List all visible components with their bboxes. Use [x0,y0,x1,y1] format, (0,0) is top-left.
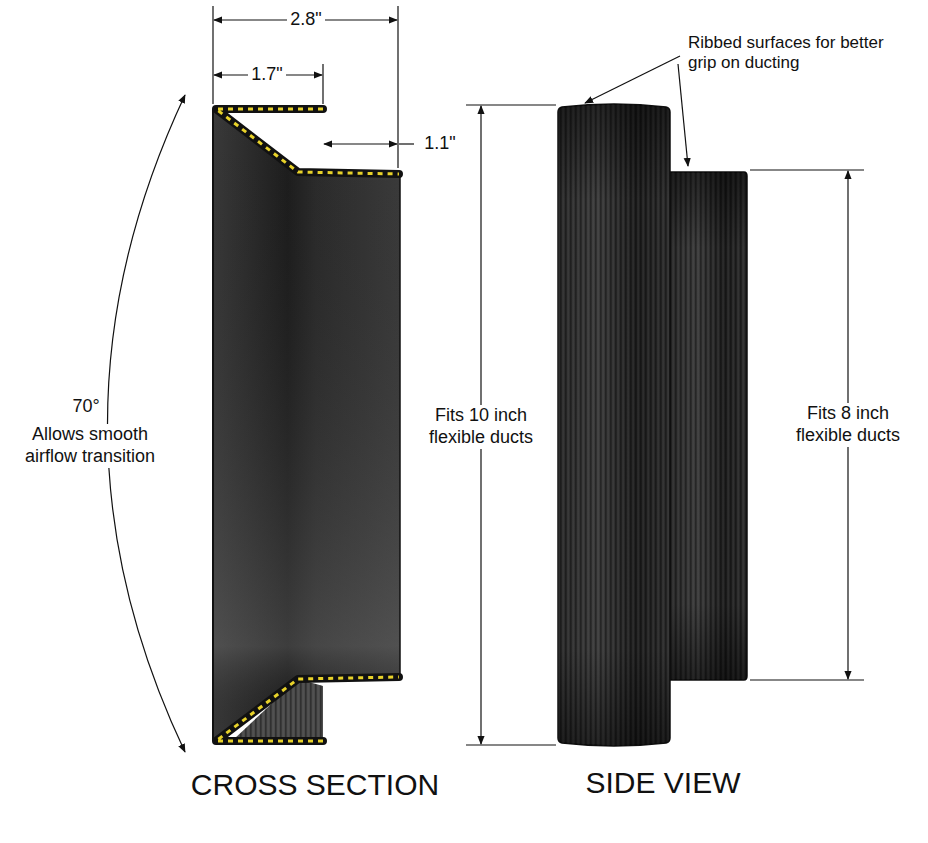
side-dimension-lines [466,56,864,745]
wall-section [216,677,399,741]
angle-note: Allows smooth airflow transition [3,424,177,467]
wall-hatch [216,109,399,174]
large-cylinder-ribs [558,104,670,746]
large-cylinder-shade [558,104,670,746]
cross-section [213,109,400,741]
dimension-note: Fits 10 inch flexible ducts [408,405,554,448]
interior-shade [213,109,400,741]
wall-section [216,109,399,174]
small-cylinder-ribs [670,172,747,680]
section-edge [212,109,214,741]
outer-flange-ribbed [232,679,323,741]
dimension-lines [108,6,415,752]
small-cylinder [670,172,747,680]
callout-note: Ribbed surfaces for better grip on ducti… [685,33,903,74]
large-cylinder [558,104,670,746]
small-cylinder-shade [670,172,747,680]
outer-flange-ribs [232,679,323,741]
dimension-label: 2.8" [287,9,324,31]
view-title: SIDE VIEW [582,765,743,801]
angle-label: 70° [69,396,102,418]
view-title: CROSS SECTION [188,767,442,803]
interior-surface [213,109,400,741]
section-edge [399,174,401,677]
wall-hatch [216,677,399,741]
dimension-label: 1.7" [248,64,285,86]
dimension-label: 1.1" [421,133,458,155]
side-view [558,104,747,746]
dimension-note: Fits 8 inch flexible ducts [775,403,921,446]
